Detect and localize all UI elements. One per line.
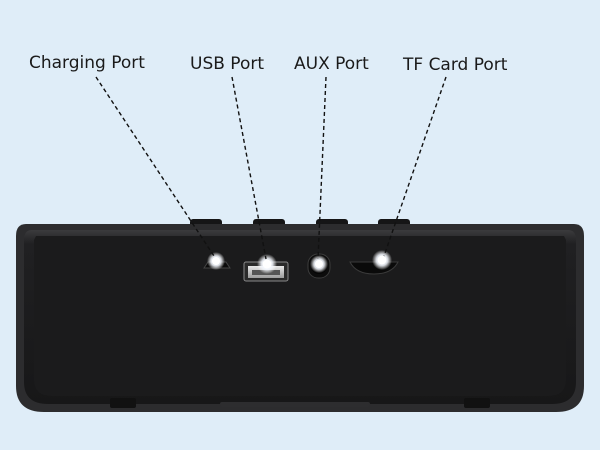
tf-card-slot-shape xyxy=(349,250,399,275)
label-tf-card-port: TF Card Port xyxy=(403,55,508,75)
leader-line-usb xyxy=(231,76,267,260)
ports xyxy=(203,250,399,282)
usb-port-shape xyxy=(243,254,289,282)
embossed-mark xyxy=(220,402,370,407)
label-charging-port: Charging Port xyxy=(29,53,145,73)
leader-lines xyxy=(95,76,447,260)
aux-port-shape xyxy=(307,253,331,279)
speaker-body xyxy=(16,224,584,412)
leader-line-tf xyxy=(383,76,447,257)
label-usb-port: USB Port xyxy=(190,54,265,74)
speaker-foot xyxy=(464,398,490,408)
speaker-foot xyxy=(110,398,136,408)
leader-line-charging xyxy=(95,76,215,257)
charging-port-shape xyxy=(203,252,231,270)
label-aux-port: AUX Port xyxy=(294,54,369,74)
leader-line-aux xyxy=(317,76,327,260)
